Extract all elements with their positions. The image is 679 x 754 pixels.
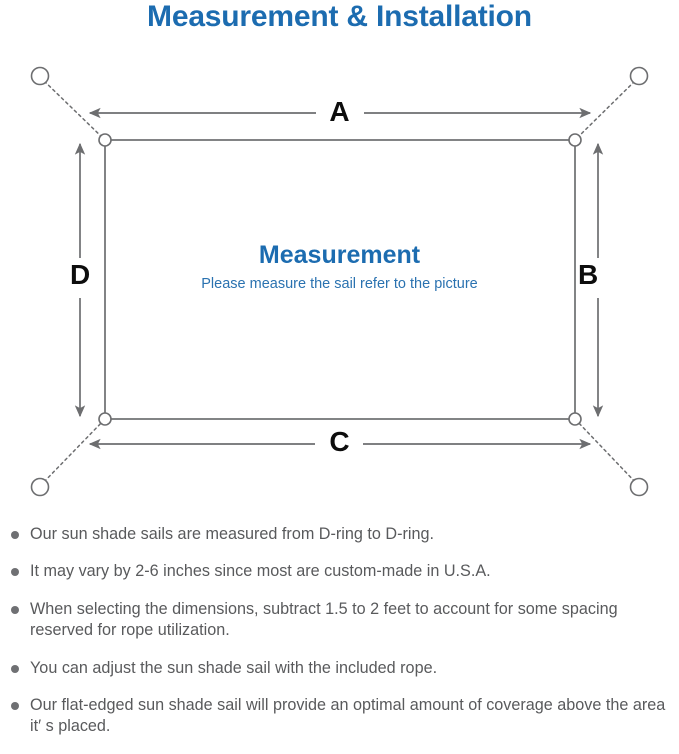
bullet-dot-icon: [11, 605, 19, 614]
bullet-dot-icon: [11, 664, 19, 673]
rope-bottom-left: [39, 418, 106, 487]
anchor-point-top-left: [30, 66, 50, 86]
bullet-dot-icon: [11, 568, 19, 577]
anchor-point-top-right: [629, 66, 649, 86]
d-ring-bottom-left: [98, 412, 112, 426]
anchor-points: [30, 66, 649, 497]
list-item: Our sun shade sails are measured from D-…: [0, 524, 679, 545]
rope-top-left: [39, 76, 106, 141]
list-item: When selecting the dimensions, subtract …: [0, 599, 679, 642]
bullet-dot-icon: [11, 701, 19, 710]
d-ring-top-left: [98, 133, 112, 147]
note-text: You can adjust the sun shade sail with t…: [30, 658, 438, 677]
list-item: You can adjust the sun shade sail with t…: [0, 658, 679, 679]
rope-bottom-right: [574, 418, 640, 487]
note-text: Our sun shade sails are measured from D-…: [30, 525, 434, 543]
anchor-point-bottom-left: [30, 477, 50, 497]
d-ring-bottom-right: [568, 412, 582, 426]
notes-list: Our sun shade sails are measured from D-…: [0, 524, 679, 754]
page-title: Measurement & Installation: [147, 0, 532, 33]
sail-diagram-svg: [30, 66, 649, 497]
d-ring-top-right: [568, 133, 582, 147]
d-rings: [98, 133, 582, 426]
sail-rectangle: [104, 139, 576, 420]
note-text: It may vary by 2-6 inches since most are…: [30, 562, 491, 581]
bullet-dot-icon: [11, 531, 19, 539]
rope-top-right: [574, 76, 640, 141]
list-item: It may vary by 2-6 inches since most are…: [0, 561, 679, 582]
anchor-point-bottom-right: [629, 477, 649, 497]
note-text: When selecting the dimensions, subtract …: [30, 599, 618, 640]
rope-lines: [39, 76, 640, 487]
list-item: Our flat-edged sun shade sail will provi…: [0, 695, 679, 738]
sail-diagram: Measurement Please measure the sail refe…: [0, 48, 679, 518]
note-text: Our flat-edged sun shade sail will provi…: [30, 695, 666, 736]
